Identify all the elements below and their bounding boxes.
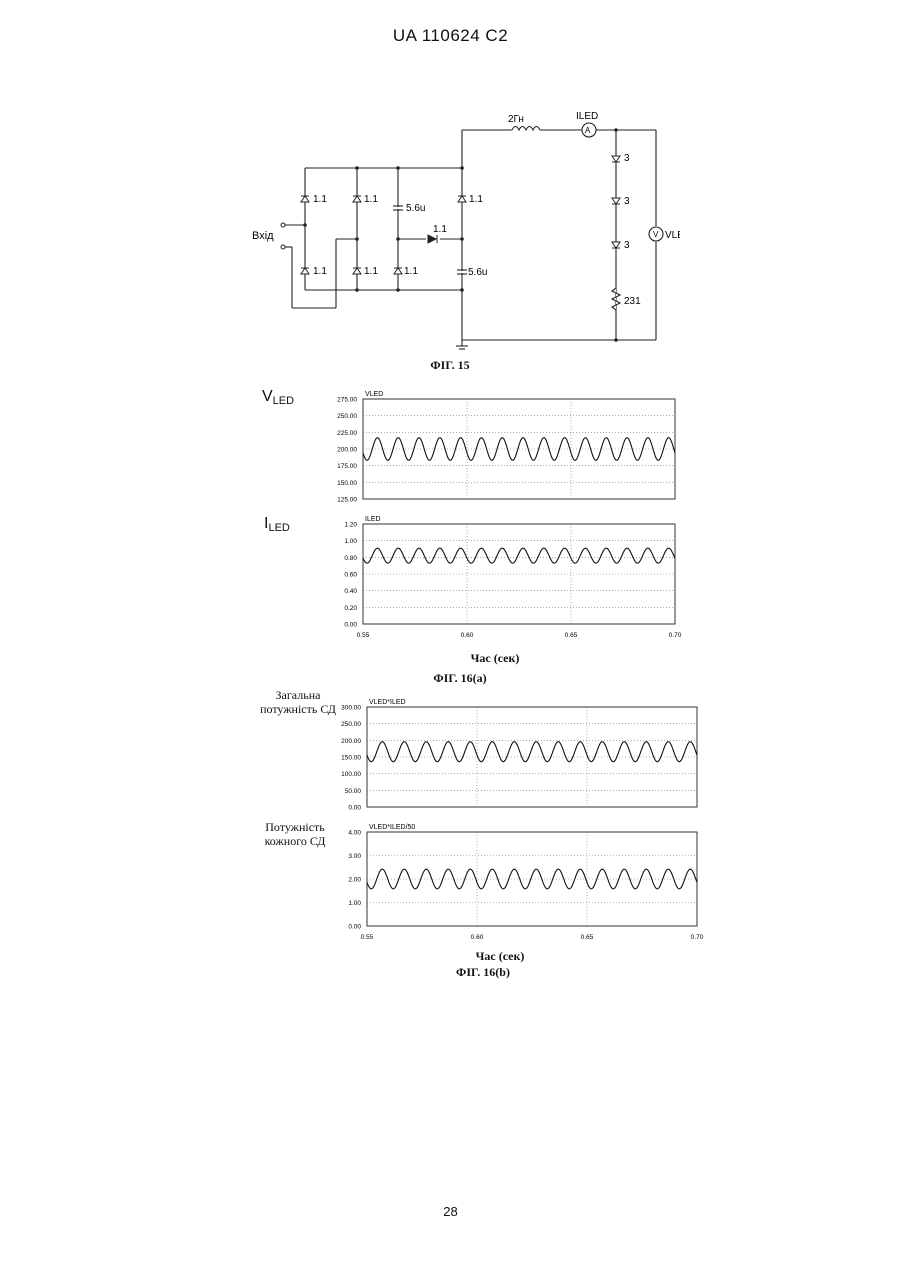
- ammeter-label: ILED: [576, 111, 598, 122]
- y-tick-label: 1.00: [348, 900, 361, 907]
- capacitor-label: 5.6u: [468, 267, 487, 278]
- y-tick-label: 0.40: [344, 588, 357, 595]
- y-tick-label: 200.00: [337, 447, 357, 454]
- y-tick-label: 200.00: [341, 738, 361, 745]
- total-power-chart: VLED*ILED 300.00 250.00 200.00 150.00 100.00 5…: [330, 693, 710, 813]
- y-tick-label: 150.00: [337, 480, 357, 487]
- x-axis-label: Час (сек): [425, 651, 565, 666]
- capacitor-label: 5.6u: [406, 203, 425, 214]
- x-tick-label: 0.65: [565, 632, 578, 639]
- resistor-label: 231: [624, 296, 641, 307]
- page-number: 28: [0, 1204, 901, 1219]
- x-tick-label: 0.55: [357, 632, 370, 639]
- diode-label: 1.1: [313, 266, 327, 277]
- y-tick-label: 100.00: [341, 771, 361, 778]
- x-axis-label: Час (сек): [430, 949, 570, 964]
- x-tick-label: 0.60: [471, 934, 484, 941]
- chart-title: VLED: [365, 391, 383, 398]
- diode-label: 1.1: [404, 266, 418, 277]
- y-tick-label: 0.00: [344, 622, 357, 629]
- diode-label: 1.1: [433, 224, 447, 235]
- diode-label: 1.1: [313, 194, 327, 205]
- y-axis-symbol: VLED: [262, 388, 294, 407]
- y-tick-label: 250.00: [337, 413, 357, 420]
- figure-caption: ФІГ. 15: [380, 358, 520, 373]
- y-tick-label: 0.60: [344, 572, 357, 579]
- figure-caption: ФІГ. 16(а): [390, 671, 530, 686]
- y-tick-label: 0.00: [348, 805, 361, 812]
- x-tick-label: 0.70: [669, 632, 682, 639]
- vled-chart: VLED 275.00 250.00 225.00 200.00 175.00 150.00…: [300, 385, 690, 505]
- ammeter-symbol: A: [585, 126, 591, 135]
- y-tick-label: 150.00: [341, 755, 361, 762]
- diode-label: 1.1: [364, 194, 378, 205]
- iled-chart: ILED 1.20 1.00 0.80 0.60 0.40 0.20 0.000.55 0.60…: [300, 510, 690, 645]
- y-tick-label: 4.00: [348, 830, 361, 837]
- led-label: 3: [624, 240, 630, 251]
- x-tick-label: 0.65: [581, 934, 594, 941]
- y-tick-label: 0.80: [344, 555, 357, 562]
- x-tick-label: 0.55: [361, 934, 374, 941]
- y-tick-label: 1.00: [344, 538, 357, 545]
- y-tick-label: 0.00: [348, 924, 361, 931]
- x-tick-label: 0.70: [691, 934, 704, 941]
- y-tick-label: 175.00: [337, 463, 357, 470]
- per-led-power-chart: VLED*ILED/50 4.00 3.00 2.00 1.00 0.000.55 0.60…: [330, 818, 710, 948]
- voltmeter-label: VLED: [665, 230, 680, 241]
- chart-title: VLED*ILED: [369, 699, 406, 706]
- y-tick-label: 1.20: [344, 522, 357, 529]
- y-axis-symbol: ILED: [264, 515, 290, 534]
- x-tick-label: 0.60: [461, 632, 474, 639]
- y-tick-label: 300.00: [341, 705, 361, 712]
- circuit-schematic: Вхід 2Гн ILED A V VLED 1.1 1.1 1.1 1.1 1…: [240, 108, 680, 358]
- y-tick-label: 0.20: [344, 605, 357, 612]
- led-label: 3: [624, 153, 630, 164]
- diode-label: 1.1: [364, 266, 378, 277]
- y-tick-label: 275.00: [337, 397, 357, 404]
- document-header: UA 110624 C2: [0, 26, 901, 46]
- y-tick-label: 225.00: [337, 430, 357, 437]
- y-tick-label: 50.00: [345, 788, 362, 795]
- inductor-label: 2Гн: [508, 114, 524, 125]
- voltmeter-symbol: V: [653, 230, 659, 239]
- y-tick-label: 3.00: [348, 853, 361, 860]
- figure-caption: ФІГ. 16(b): [413, 965, 553, 980]
- input-label: Вхід: [252, 230, 274, 242]
- y-tick-label: 250.00: [341, 721, 361, 728]
- chart-title: VLED*ILED/50: [369, 824, 415, 831]
- led-label: 3: [624, 196, 630, 207]
- chart-title: ILED: [365, 516, 381, 523]
- y-tick-label: 125.00: [337, 497, 357, 504]
- y-tick-label: 2.00: [348, 877, 361, 884]
- diode-label: 1.1: [469, 194, 483, 205]
